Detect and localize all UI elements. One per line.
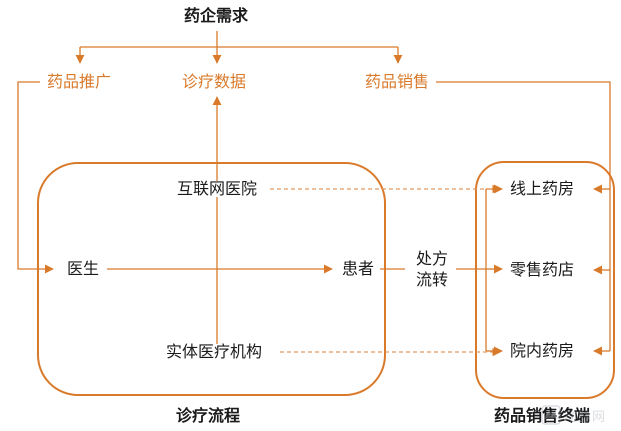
node-doctor: 医生 [65,259,102,278]
rx-flow-line1: 处方 [415,249,448,268]
pharma-demand-title: 药企需求 [184,6,249,25]
watermark-text: 动脉网 [564,409,607,425]
node-medical-institution: 实体医疗机构 [164,342,265,361]
demand-bracket [75,31,403,64]
node-patient: 患者 [340,259,377,278]
sales-terminal-title: 药品销售终端 [494,406,591,425]
clinical-process-box [37,162,386,396]
sales-terminal-box [475,161,615,399]
node-hospital-pharmacy: 院内药房 [510,341,575,360]
watermark-logo-icon [541,405,561,425]
need-drug-sales: 药品销售 [363,72,432,91]
rx-flow-line2: 流转 [415,270,448,289]
need-clinical-data: 诊疗数据 [180,72,249,91]
need-drug-promotion: 药品推广 [45,72,114,91]
clinical-process-title: 诊疗流程 [176,406,241,425]
node-retail-pharmacy: 零售药店 [510,260,575,279]
sales-to-terminal-connector [436,81,611,351]
watermark: 动脉网 [541,403,619,427]
rx-flow-label: 处方 流转 [410,248,454,290]
node-internet-hospital: 互联网医院 [175,179,260,198]
promotion-to-doctor-connector [17,81,54,274]
rx-distribution-bracket [456,184,503,356]
node-online-pharmacy: 线上药房 [510,179,575,198]
